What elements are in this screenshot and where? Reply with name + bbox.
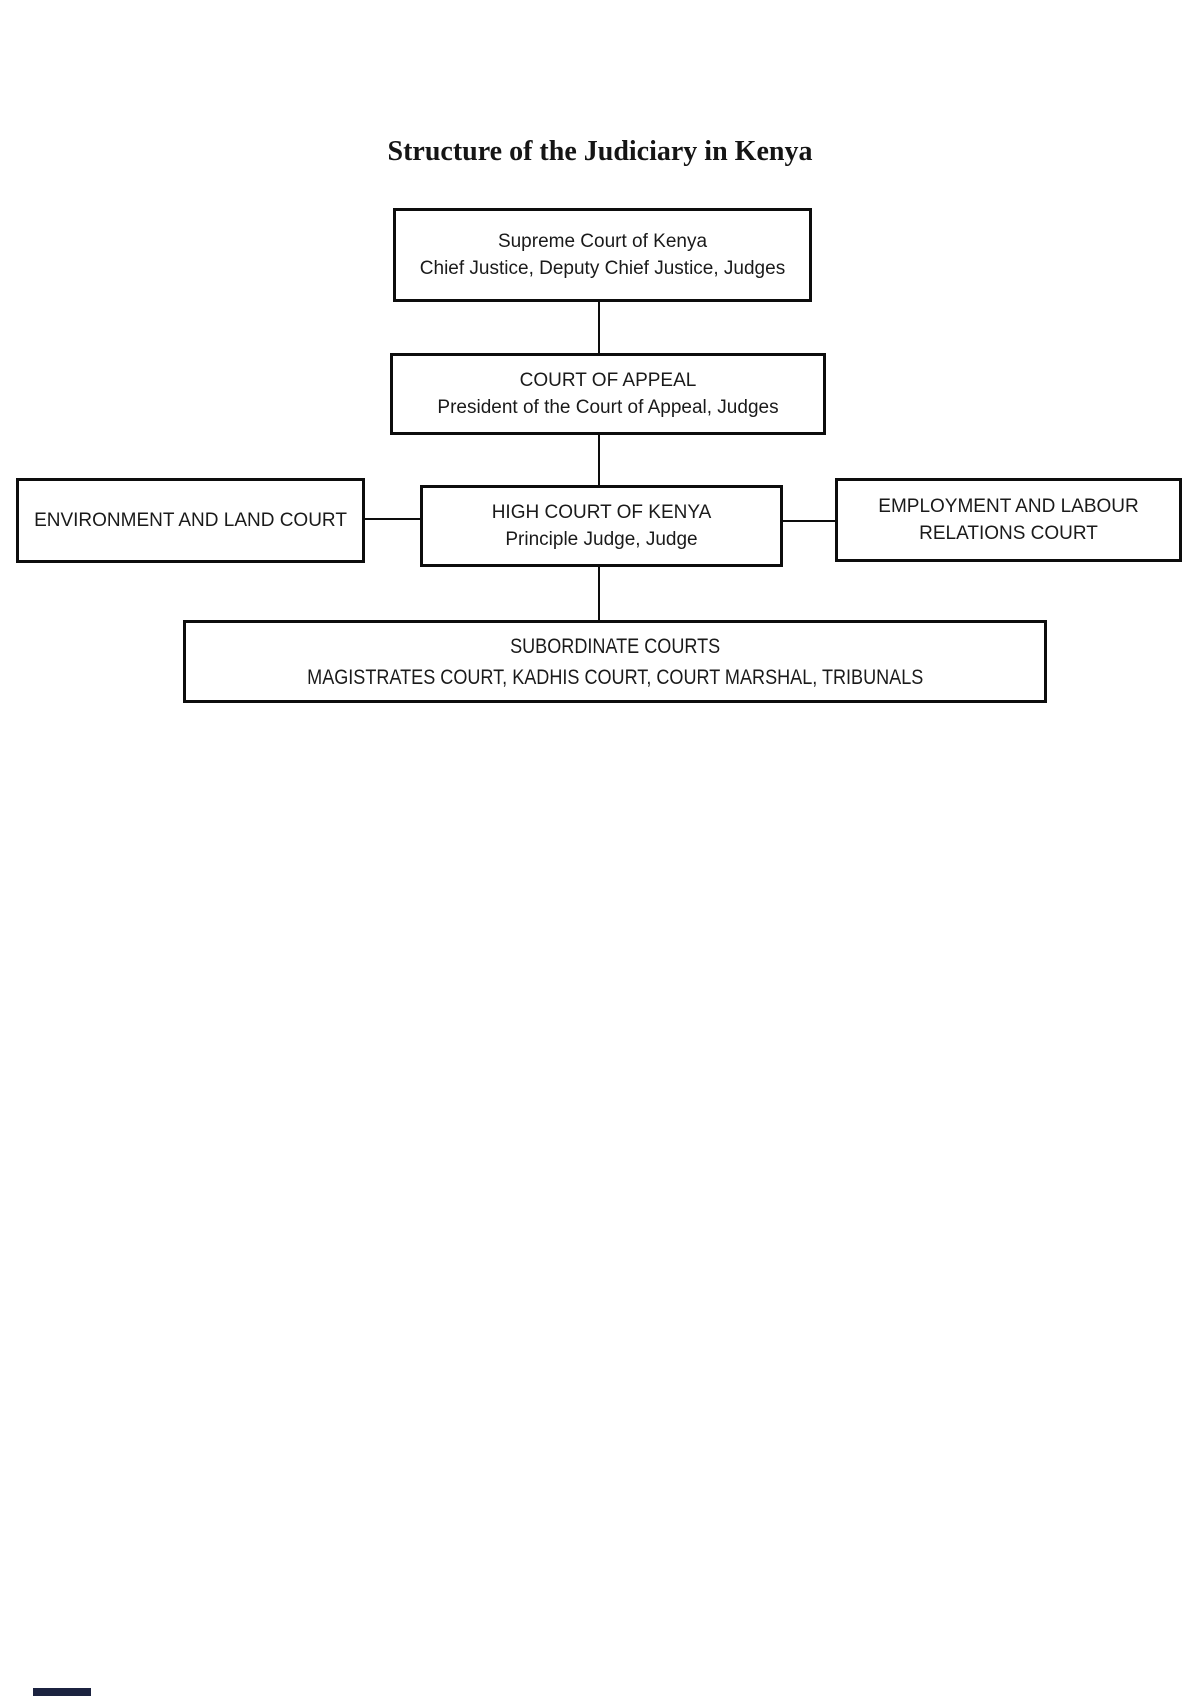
subordinate-courts-title: SUBORDINATE COURTS — [509, 634, 721, 658]
connector-high-to-employment — [781, 520, 837, 522]
connector-supreme-to-appeal — [598, 300, 600, 355]
subordinate-courts-members: MAGISTRATES COURT, KADHIS COURT, COURT M… — [306, 665, 924, 689]
next-page-edge-artifact — [33, 1688, 91, 1696]
high-court-members: Principle Judge, Judge — [505, 529, 698, 550]
connector-environment-to-high — [363, 518, 422, 520]
subordinate-courts-node: SUBORDINATE COURTS MAGISTRATES COURT, KA… — [183, 620, 1047, 703]
court-of-appeal-node: COURT OF APPEAL President of the Court o… — [390, 353, 826, 435]
connector-appeal-to-high — [598, 433, 600, 487]
employment-labour-court-title-line1: EMPLOYMENT AND LABOUR — [878, 496, 1139, 517]
environment-land-court-title: ENVIRONMENT AND LAND COURT — [34, 510, 347, 531]
diagram-title: Structure of the Judiciary in Kenya — [387, 136, 813, 167]
court-of-appeal-members: President of the Court of Appeal, Judges — [437, 397, 779, 418]
employment-labour-court-node: EMPLOYMENT AND LABOUR RELATIONS COURT — [835, 478, 1182, 562]
supreme-court-members: Chief Justice, Deputy Chief Justice, Jud… — [419, 258, 786, 279]
high-court-node: HIGH COURT OF KENYA Principle Judge, Jud… — [420, 485, 783, 567]
employment-labour-court-title-line2: RELATIONS COURT — [919, 523, 1098, 544]
supreme-court-node: Supreme Court of Kenya Chief Justice, De… — [393, 208, 812, 302]
supreme-court-title: Supreme Court of Kenya — [497, 231, 708, 252]
high-court-title: HIGH COURT OF KENYA — [491, 502, 712, 523]
court-of-appeal-title: COURT OF APPEAL — [519, 370, 697, 391]
environment-land-court-node: ENVIRONMENT AND LAND COURT — [16, 478, 365, 563]
connector-high-to-subordinate — [598, 565, 600, 622]
